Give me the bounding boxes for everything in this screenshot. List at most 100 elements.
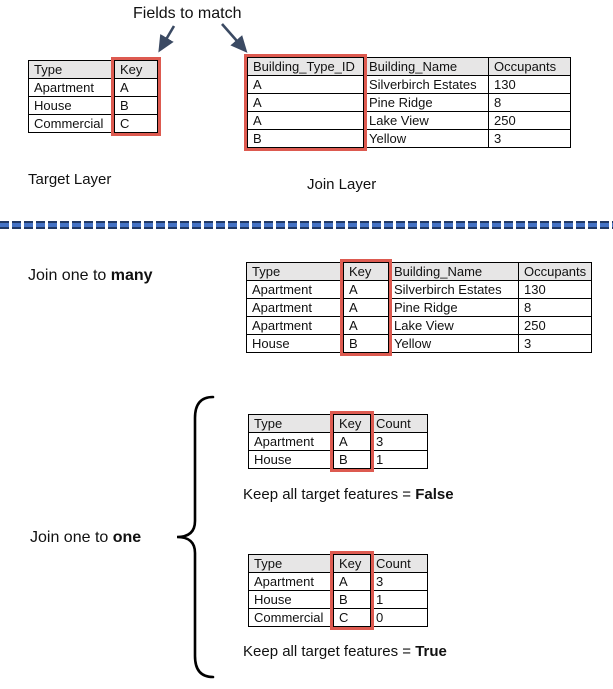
table-cell: Apartment	[246, 316, 344, 335]
table-cell: A	[343, 280, 389, 299]
table-cell: 0	[370, 608, 428, 627]
column-header: Occupants	[488, 57, 571, 76]
column-header: Type	[248, 414, 334, 433]
column-header: Building_Name	[388, 262, 519, 281]
table-cell: 8	[488, 93, 571, 112]
table-cell: 3	[517, 334, 593, 353]
table-cell: Yellow	[363, 129, 489, 148]
column-header: Occupants	[517, 262, 593, 281]
column-header: Type	[248, 554, 334, 573]
table-cell: House	[248, 450, 334, 469]
table-cell: A	[333, 432, 371, 451]
table-cell: Commercial	[28, 114, 115, 133]
keep-false-caption-prefix: Keep all target features =	[243, 486, 416, 503]
table-cell: Apartment	[28, 78, 115, 97]
table-cell: Silverbirch Estates	[363, 75, 489, 94]
fields-to-match-title: Fields to match	[133, 5, 242, 22]
table-cell: Pine Ridge	[363, 93, 489, 112]
dashed-divider	[0, 221, 613, 229]
join-one-to-one-label-bold: one	[112, 529, 142, 546]
keep-true-caption: Keep all target features = True	[243, 643, 447, 660]
table-cell: House	[28, 96, 115, 115]
table-cell: 3	[370, 572, 428, 591]
table-cell: 8	[517, 298, 593, 317]
join-one-to-many-label-bold: many	[110, 267, 153, 284]
table-cell: A	[333, 572, 371, 591]
table-cell: 3	[488, 129, 571, 148]
table-cell: Apartment	[246, 298, 344, 317]
table-cell: Apartment	[246, 280, 344, 299]
table-cell: A	[247, 111, 364, 130]
table-cell: Yellow	[388, 334, 519, 353]
column-header: Type	[246, 262, 344, 281]
table-cell: B	[333, 590, 371, 609]
table-cell: 3	[370, 432, 428, 451]
table-cell: A	[114, 78, 158, 97]
curly-brace-icon	[176, 395, 215, 679]
column-header: Key	[343, 262, 389, 281]
join-one-to-many-label-prefix: Join one to	[28, 267, 111, 284]
table-cell: A	[247, 75, 364, 94]
table-cell: C	[114, 114, 158, 133]
table-cell: C	[333, 608, 371, 627]
table-cell: 250	[488, 111, 571, 130]
table-cell: 1	[370, 590, 428, 609]
table-cell: Apartment	[248, 432, 334, 451]
table-cell: 130	[517, 280, 593, 299]
table-cell: B	[333, 450, 371, 469]
keep-true-caption-prefix: Keep all target features =	[243, 643, 416, 660]
column-header: Key	[333, 554, 371, 573]
arrow-down-left-icon	[158, 25, 176, 53]
table-cell: Silverbirch Estates	[388, 280, 519, 299]
keep-false-caption: Keep all target features = False	[243, 486, 454, 503]
fields-to-match-arrows	[158, 23, 248, 53]
table-cell: A	[343, 316, 389, 335]
table-cell: B	[247, 129, 364, 148]
table-cell: House	[248, 590, 334, 609]
table-cell: Lake View	[388, 316, 519, 335]
column-header: Key	[333, 414, 371, 433]
table-cell: 250	[517, 316, 593, 335]
column-header: Type	[28, 60, 115, 79]
target-layer-label: Target Layer	[28, 171, 112, 188]
join-one-to-many-label: Join one to many	[28, 267, 153, 285]
table-cell: 130	[488, 75, 571, 94]
table-cell: 1	[370, 450, 428, 469]
table-cell: Commercial	[248, 608, 334, 627]
column-header: Building_Type_ID	[247, 57, 364, 76]
table-cell: A	[343, 298, 389, 317]
table-cell: Pine Ridge	[388, 298, 519, 317]
keep-true-caption-bold: True	[415, 643, 447, 660]
table-cell: Lake View	[363, 111, 489, 130]
table-cell: B	[114, 96, 158, 115]
column-header: Key	[114, 60, 158, 79]
keep-false-caption-bold: False	[415, 486, 454, 503]
column-header: Building_Name	[363, 57, 489, 76]
join-one-to-one-label-prefix: Join one to	[30, 529, 113, 546]
join-layer-label: Join Layer	[307, 176, 377, 193]
table-cell: Apartment	[248, 572, 334, 591]
arrow-down-right-icon	[221, 23, 248, 53]
